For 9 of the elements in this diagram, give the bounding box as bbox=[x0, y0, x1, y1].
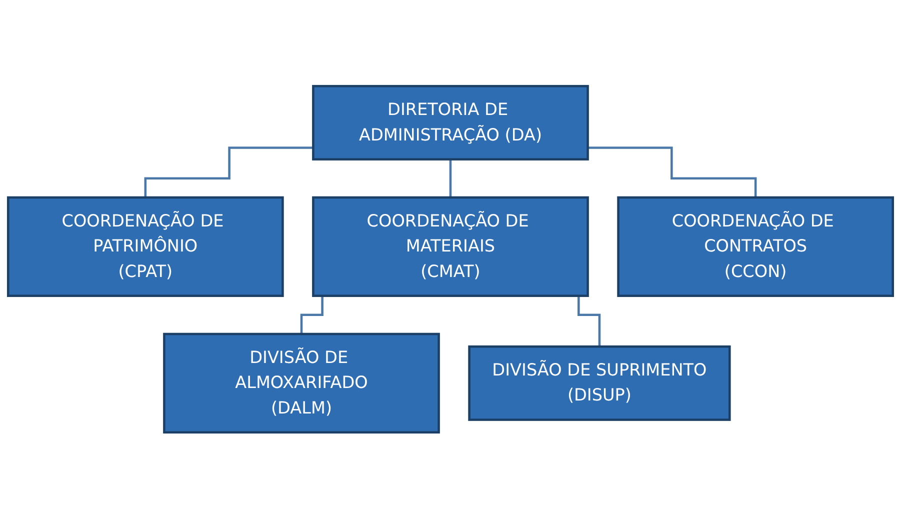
node-box: COORDENAÇÃO DE PATRIMÔNIO (CPAT) bbox=[7, 196, 284, 297]
connector bbox=[449, 158, 452, 198]
node-box: DIRETORIA DE ADMINISTRAÇÃO (DA) bbox=[312, 84, 589, 160]
node-box: DIVISÃO DE SUPRIMENTO (DISUP) bbox=[468, 345, 731, 421]
node-box: COORDENAÇÃO DE CONTRATOS (CCON) bbox=[617, 196, 894, 297]
node-box: COORDENAÇÃO DE MATERIAIS (CMAT) bbox=[312, 196, 589, 297]
connector bbox=[588, 146, 757, 198]
node-box: DIVISÃO DE ALMOXARIFADO (DALM) bbox=[163, 332, 440, 434]
connector bbox=[144, 146, 314, 198]
